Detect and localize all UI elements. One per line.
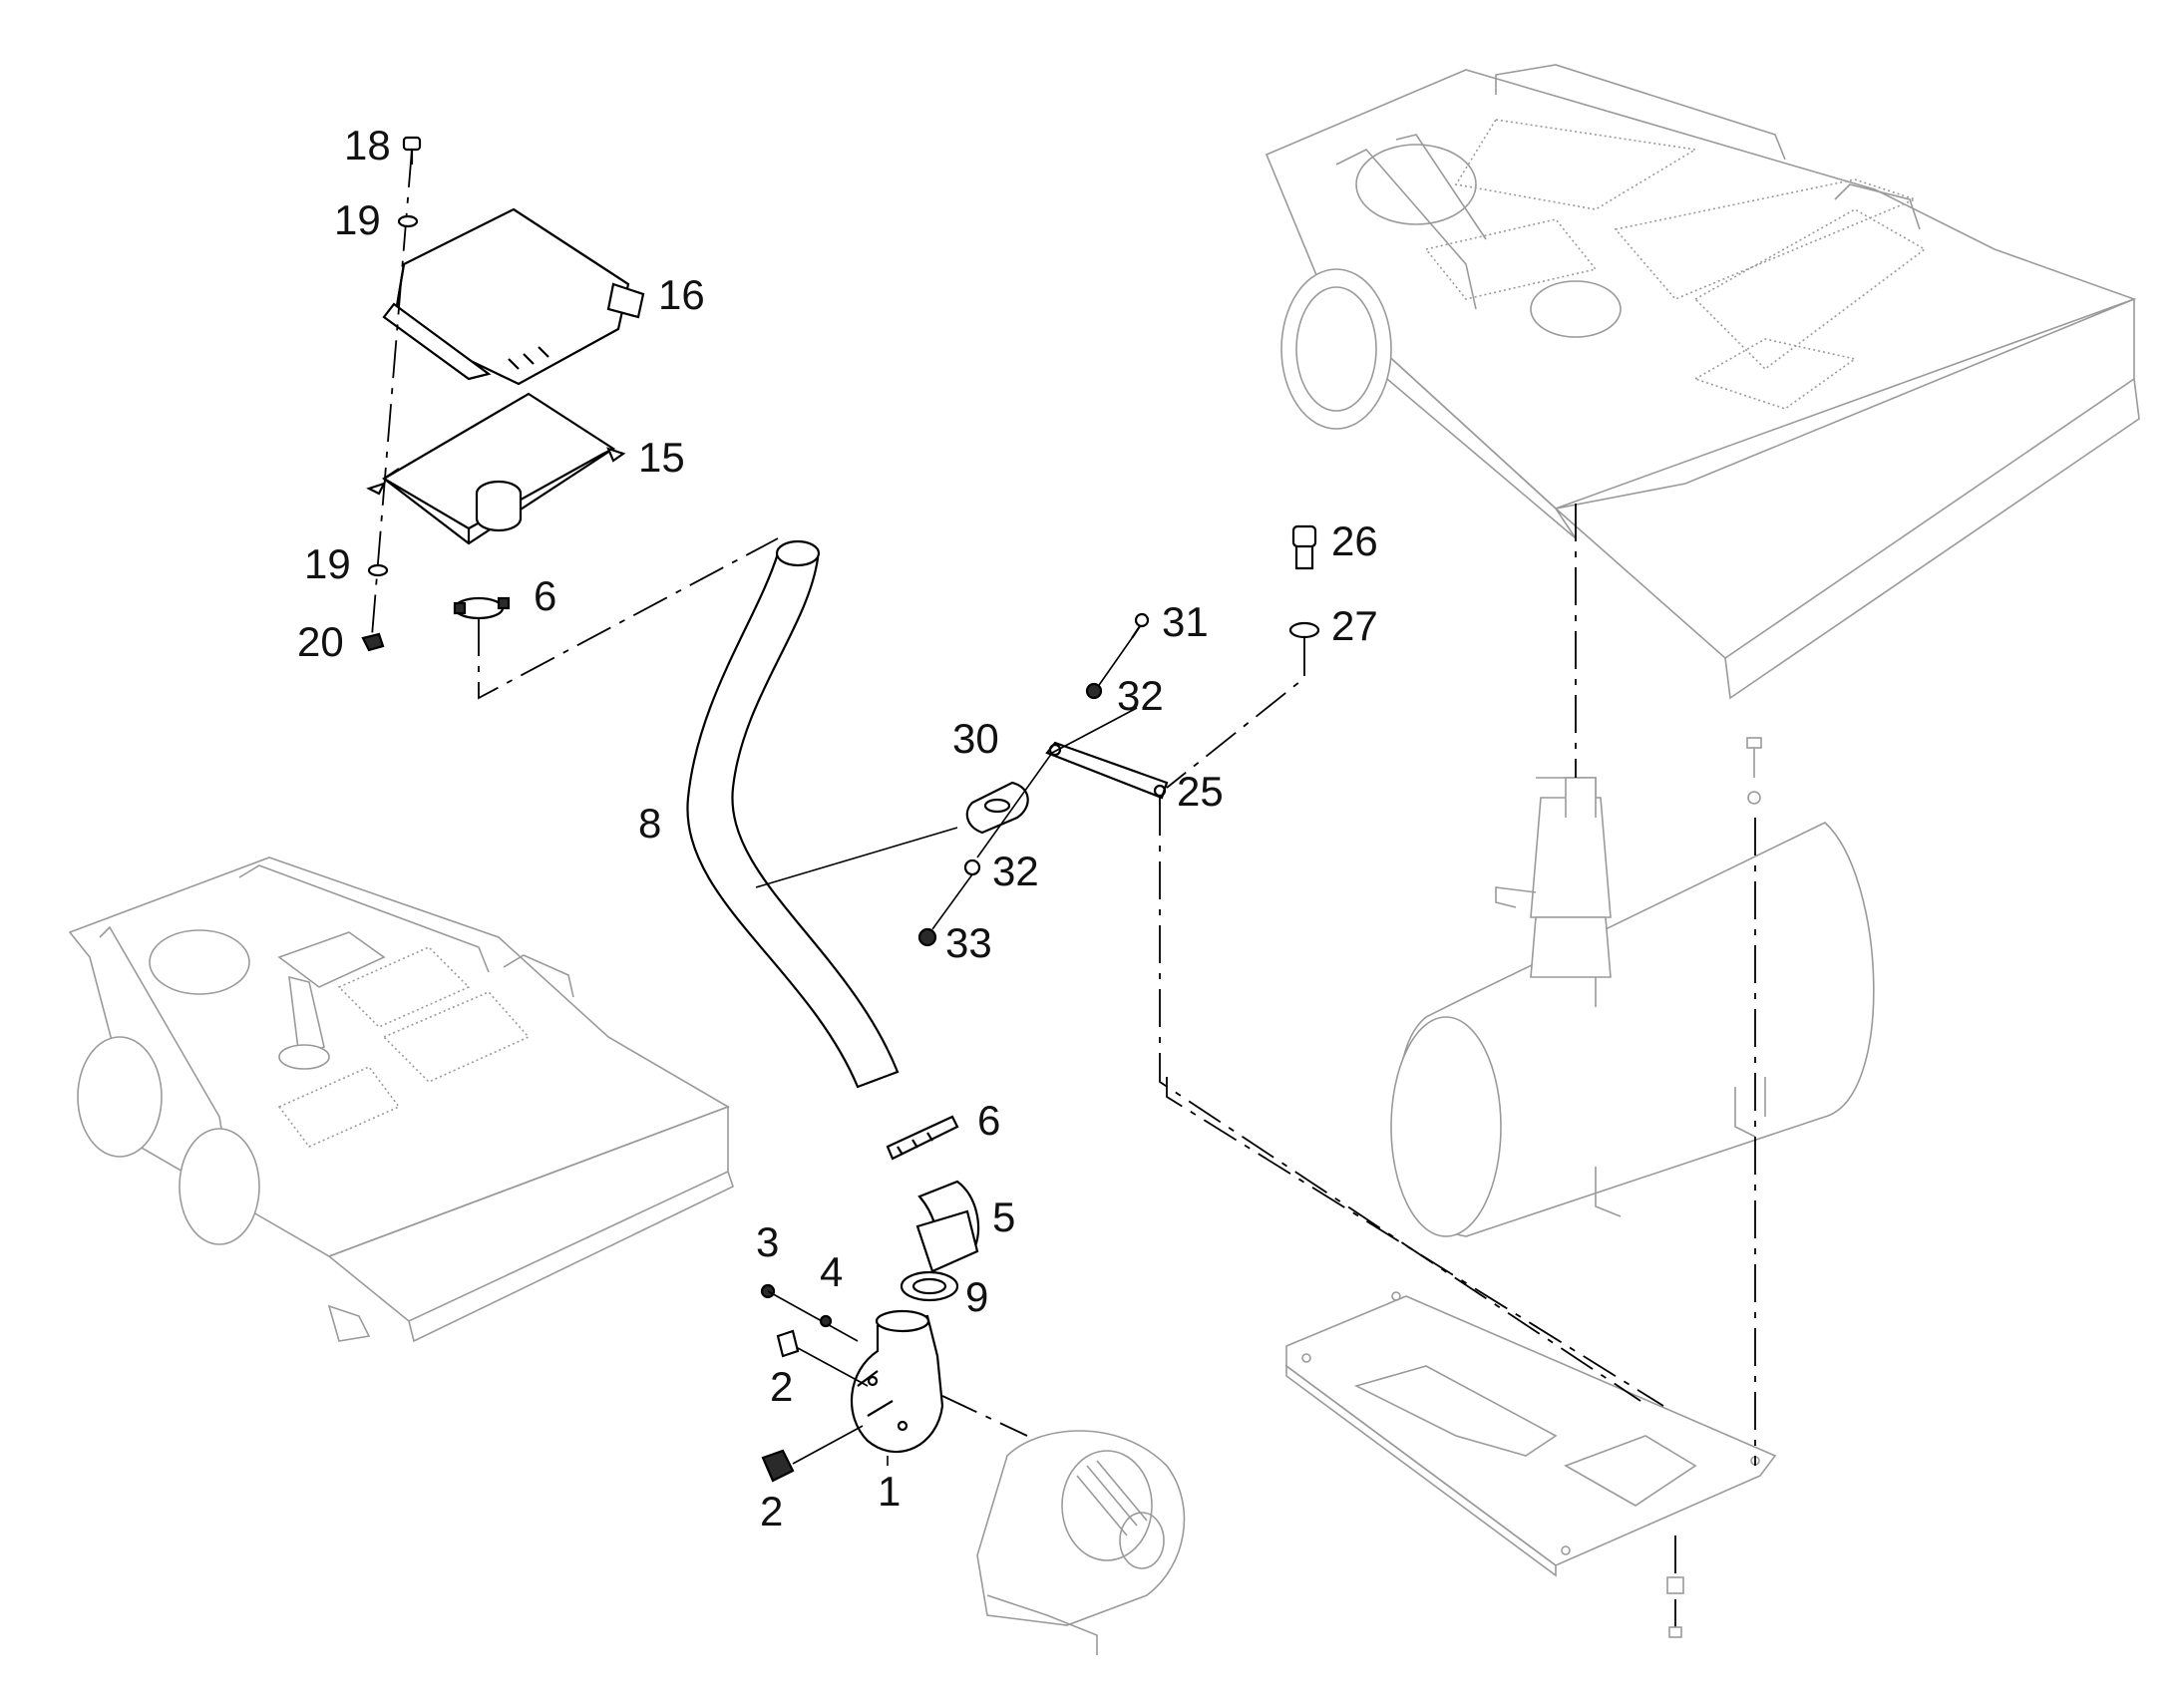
cap-2a-icon: [776, 1329, 800, 1358]
label-8: 8: [638, 800, 661, 847]
air-filter-cover-icon: [382, 207, 645, 386]
bolt-right-icon: [1746, 737, 1762, 805]
washer-27-icon: [1288, 621, 1320, 639]
rubber-mount-30-icon: [965, 781, 1029, 835]
strap-upper-leader: [1051, 707, 1138, 754]
label-16: 16: [658, 271, 705, 318]
intake-hose-icon: [686, 539, 900, 1089]
bracket-to-alternator-leader: [941, 1395, 1028, 1437]
part-labels: 18 19 16 15 19 6 20 26 31 27 32 30 25 8 …: [297, 122, 1378, 1535]
cap-2b-leader: [792, 1425, 864, 1465]
label-9: 9: [965, 1273, 988, 1320]
label-31: 31: [1162, 598, 1209, 645]
label-18: 18: [344, 122, 391, 169]
washer-32b-icon: [963, 858, 981, 876]
hood-assembly-top-right-icon: [1265, 64, 2140, 700]
label-15: 15: [638, 434, 685, 481]
washer-19b-icon: [367, 563, 389, 577]
nut-33-leader: [931, 873, 973, 930]
cap-2b-icon: [761, 1449, 795, 1483]
label-6a: 6: [534, 572, 556, 619]
cap-2a-leader: [797, 1347, 869, 1387]
label-8-leader: [755, 827, 958, 888]
fastener-bottom-icon: [1666, 1536, 1684, 1638]
bolt-26-icon: [1291, 524, 1317, 570]
mounting-plate-icon: [1285, 1291, 1777, 1577]
label-32a: 32: [1117, 672, 1164, 719]
alternator-icon: [976, 1430, 1186, 1655]
label-19a: 19: [334, 196, 381, 243]
elbow-5-icon: [915, 1180, 979, 1273]
label-30: 30: [952, 715, 999, 762]
air-filter-base-icon: [366, 392, 626, 545]
clamp-6-top-icon: [453, 596, 511, 620]
bracket-1-icon: [850, 1309, 944, 1454]
label-32b: 32: [992, 848, 1039, 894]
label-6b: 6: [977, 1097, 1000, 1144]
bolt-31-leader: [1096, 637, 1133, 689]
label-33: 33: [945, 919, 992, 966]
label-25: 25: [1177, 768, 1224, 815]
label-19b: 19: [304, 540, 351, 587]
nut-33-icon: [917, 927, 937, 947]
plate-leader-left: [1166, 1077, 1664, 1407]
label-26: 26: [1331, 517, 1378, 564]
strap-25-icon: [1045, 741, 1169, 800]
washer-19a-icon: [397, 214, 419, 228]
label-5: 5: [992, 1194, 1015, 1240]
label-3: 3: [756, 1218, 779, 1265]
label-2b: 2: [760, 1488, 783, 1535]
nut-3-leader: [767, 1290, 859, 1342]
label-1: 1: [878, 1468, 901, 1515]
label-27: 27: [1331, 602, 1378, 649]
label-20: 20: [297, 618, 344, 665]
clamp-to-hose-leader: [478, 537, 779, 700]
strap-to-plate-leader: [1159, 798, 1641, 1402]
clamp-6-lower-icon: [886, 1115, 959, 1161]
hood-assembly-left-icon: [68, 856, 734, 1343]
nut-20-icon: [361, 632, 385, 652]
label-4: 4: [820, 1248, 843, 1295]
muffler-icon: [1390, 777, 1875, 1237]
washer-4-icon: [819, 1314, 833, 1328]
bolt-31-icon: [1131, 612, 1150, 639]
bolt-26-leader: [1166, 638, 1305, 789]
bolt-18-icon: [402, 136, 422, 165]
ring-9-icon: [900, 1270, 959, 1302]
nut-32a-icon: [1085, 682, 1103, 700]
mount-leader: [976, 752, 1053, 858]
label-2a: 2: [770, 1363, 793, 1410]
